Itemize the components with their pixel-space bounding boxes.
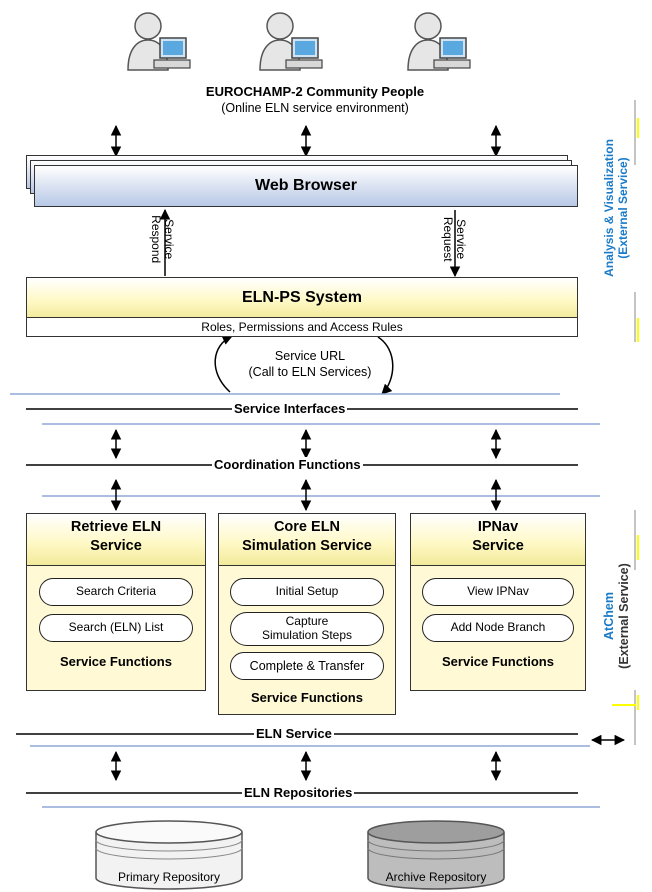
initial-setup-function[interactable]: Initial Setup — [230, 578, 384, 606]
core-eln-simulation-service-box: Core ELN Simulation Service Initial Setu… — [218, 513, 396, 715]
search-eln-list-function[interactable]: Search (ELN) List — [39, 614, 193, 642]
complete-transfer-function[interactable]: Complete & Transfer — [230, 652, 384, 680]
service-url-label: Service URL (Call to ELN Services) — [248, 349, 372, 380]
web-browser-panel: Web Browser — [34, 165, 578, 207]
person-computer-icon — [404, 10, 474, 76]
community-subtitle: (Online ELN service environment) — [221, 101, 409, 115]
coordination-functions-label: Coordination Functions — [212, 457, 363, 472]
service-request-label: Service Request — [441, 216, 469, 262]
access-rules-box: Roles, Permissions and Access Rules — [26, 317, 578, 337]
eln-ps-title: ELN-PS System — [241, 289, 363, 306]
eln-ps-system-box: ELN-PS System — [26, 277, 578, 319]
service-functions-label: Service Functions — [60, 654, 172, 669]
web-browser-label: Web Browser — [255, 177, 357, 194]
ipnav-header: IPNav Service — [411, 514, 585, 566]
analysis-visualization-label: Analysis & Visualization (External Servi… — [602, 139, 631, 277]
add-node-branch-function[interactable]: Add Node Branch — [422, 614, 574, 642]
service-url-curve-left — [214, 335, 233, 393]
person-computer-icon — [124, 10, 194, 76]
eln-service-label: ELN Service — [254, 726, 334, 741]
service-url-curve-right — [377, 336, 394, 395]
database-icon — [367, 820, 505, 890]
capture-simulation-steps-function[interactable]: Capture Simulation Steps — [230, 612, 384, 646]
service-respond-label: Service Respond — [149, 215, 177, 264]
service-functions-label: Service Functions — [251, 690, 363, 705]
retrieve-eln-service-box: Retrieve ELN Service Search Criteria Sea… — [26, 513, 206, 691]
retrieve-eln-header: Retrieve ELN Service — [27, 514, 205, 566]
person-computer-icon — [256, 10, 326, 76]
database-icon — [95, 820, 243, 890]
atchem-label: AtChem (External Service) — [602, 563, 631, 669]
eln-repositories-label: ELN Repositories — [242, 785, 355, 800]
service-interfaces-label: Service Interfaces — [232, 401, 348, 416]
primary-repository-label: Primary Repository — [117, 870, 221, 884]
core-eln-header: Core ELN Simulation Service — [219, 514, 395, 566]
service-functions-label: Service Functions — [442, 654, 554, 669]
search-criteria-function[interactable]: Search Criteria — [39, 578, 193, 606]
community-title: EUROCHAMP-2 Community People — [205, 84, 425, 99]
view-ipnav-function[interactable]: View IPNav — [422, 578, 574, 606]
ipnav-service-box: IPNav Service View IPNav Add Node Branch… — [410, 513, 586, 691]
primary-repository: Primary Repository — [94, 818, 244, 890]
access-rules-label: Roles, Permissions and Access Rules — [201, 320, 403, 334]
archive-repository: Archive Repository — [366, 818, 506, 890]
archive-repository-label: Archive Repository — [385, 870, 487, 884]
